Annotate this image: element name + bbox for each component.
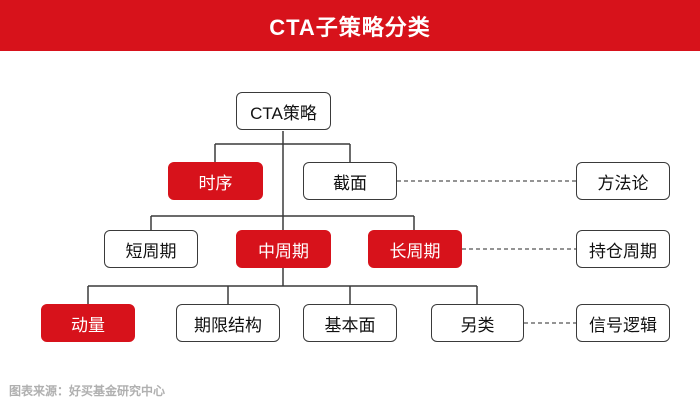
title-banner: CTA子策略分类 [0, 0, 700, 51]
category-signal-logic: 信号逻辑 [576, 304, 670, 342]
node-momentum: 动量 [41, 304, 135, 342]
category-holding-period: 持仓周期 [576, 230, 670, 268]
node-label: 中周期 [258, 241, 309, 261]
category-label: 信号逻辑 [589, 315, 657, 335]
node-label: 另类 [460, 315, 495, 335]
node-fundamental: 基本面 [303, 304, 397, 342]
node-label: 截面 [333, 173, 367, 193]
node-mid-period: 中周期 [236, 230, 331, 268]
node-label: 时序 [198, 173, 233, 193]
node-label: 期限结构 [194, 315, 262, 335]
node-label: 基本面 [324, 315, 376, 335]
node-other: 另类 [431, 304, 524, 342]
source-caption: 图表来源：好买基金研究中心 [9, 384, 166, 398]
node-timeseries: 时序 [168, 162, 263, 200]
node-cta-strategy: CTA策略 [236, 92, 331, 130]
category-method: 方法论 [576, 162, 670, 200]
node-long-period: 长周期 [368, 230, 462, 268]
node-label: 短周期 [125, 241, 177, 261]
category-label: 方法论 [597, 173, 649, 193]
node-short-period: 短周期 [104, 230, 198, 268]
page-title: CTA子策略分类 [269, 14, 431, 40]
node-label: CTA策略 [250, 103, 317, 123]
node-label: 动量 [71, 315, 105, 335]
node-label: 长周期 [389, 241, 441, 261]
node-crosssection: 截面 [303, 162, 397, 200]
node-term-structure: 期限结构 [176, 304, 280, 342]
category-label: 持仓周期 [589, 241, 657, 261]
